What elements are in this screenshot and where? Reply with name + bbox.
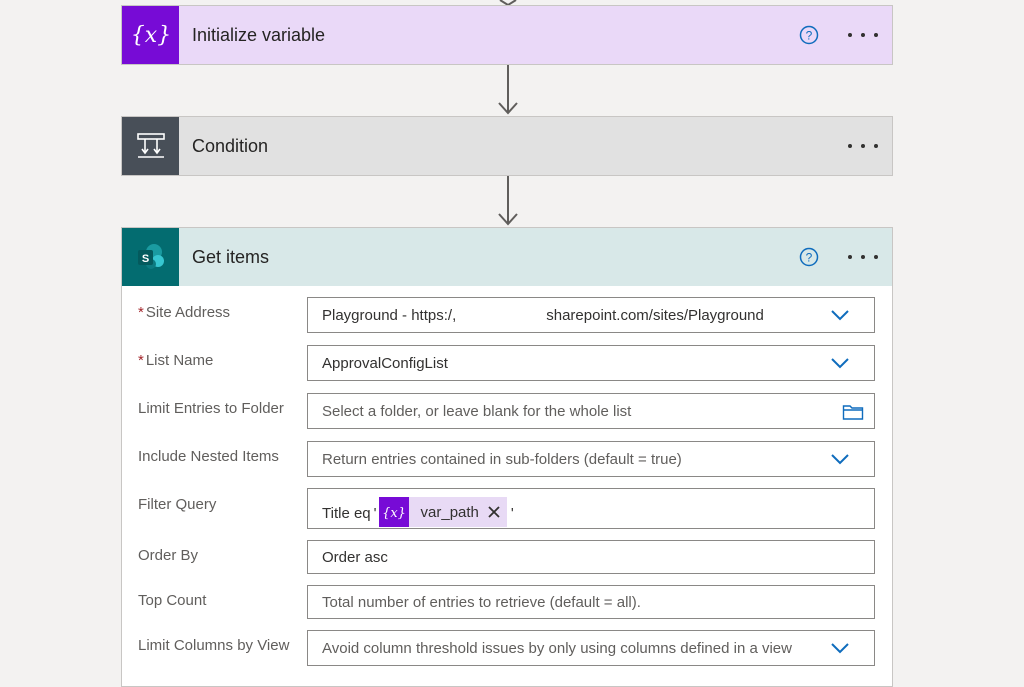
get-items-card[interactable]: S Get items ? *Site Address Playground -… xyxy=(121,227,893,687)
close-icon[interactable] xyxy=(487,505,501,519)
top-count-row: Top Count Total number of entries to ret… xyxy=(122,584,892,629)
folder-icon[interactable] xyxy=(842,403,864,421)
get-items-header[interactable]: S Get items ? xyxy=(122,228,892,286)
svg-text:{x}: {x} xyxy=(382,506,406,521)
list-name-label: *List Name xyxy=(138,352,213,369)
curly-brace-x-icon: {x} xyxy=(378,497,409,527)
help-icon[interactable]: ? xyxy=(799,247,819,267)
initialize-variable-card[interactable]: {x} Initialize variable ? xyxy=(121,5,893,65)
more-options-icon[interactable] xyxy=(848,137,878,155)
connector-arrow xyxy=(498,65,518,115)
svg-text:S: S xyxy=(141,253,148,265)
order-by-row: Order By Order asc xyxy=(122,539,892,584)
condition-card[interactable]: Condition xyxy=(121,116,893,176)
top-count-input[interactable]: Total number of entries to retrieve (def… xyxy=(307,585,875,619)
site-address-value-start: Playground - https:/, xyxy=(322,306,457,324)
filter-query-row: Filter Query Title eq ' {x} var_path ' xyxy=(122,488,892,538)
more-options-icon[interactable] xyxy=(848,248,878,266)
label-text: Site Address xyxy=(145,304,231,321)
required-mark: * xyxy=(138,304,144,321)
limit-folder-placeholder: Select a folder, or leave blank for the … xyxy=(322,402,632,420)
filter-query-input[interactable]: Title eq ' {x} var_path ' xyxy=(307,488,875,529)
limit-folder-input[interactable]: Select a folder, or leave blank for the … xyxy=(307,393,875,429)
site-address-dropdown[interactable]: Playground - https:/, sharepoint.com/sit… xyxy=(307,297,875,333)
help-icon[interactable]: ? xyxy=(799,25,819,45)
order-by-label: Order By xyxy=(138,547,199,564)
top-count-placeholder: Total number of entries to retrieve (def… xyxy=(322,593,641,611)
svg-text:?: ? xyxy=(806,29,813,43)
list-name-row: *List Name ApprovalConfigList xyxy=(122,344,892,392)
token-label: var_path xyxy=(420,503,479,521)
step-title: Get items xyxy=(192,246,270,267)
chevron-down-icon[interactable] xyxy=(830,641,850,655)
chevron-down-icon[interactable] xyxy=(830,308,850,322)
curly-brace-x-icon: {x} xyxy=(122,6,179,64)
order-by-value: Order asc xyxy=(322,548,388,566)
limit-columns-placeholder: Avoid column threshold issues by only us… xyxy=(322,639,792,657)
label-text: List Name xyxy=(145,352,214,369)
order-by-input[interactable]: Order asc xyxy=(307,540,875,574)
nested-items-placeholder: Return entries contained in sub-folders … xyxy=(322,450,682,468)
filter-query-open-quote: ' xyxy=(373,505,377,522)
filter-query-label: Filter Query xyxy=(138,496,217,513)
chevron-down-icon[interactable] xyxy=(830,452,850,466)
svg-text:?: ? xyxy=(806,251,813,265)
site-address-label: *Site Address xyxy=(138,304,230,321)
limit-folder-label: Limit Entries to Folder xyxy=(138,400,284,417)
condition-branch-icon xyxy=(122,117,179,175)
nested-items-dropdown[interactable]: Return entries contained in sub-folders … xyxy=(307,441,875,477)
var-path-token[interactable]: {x} var_path xyxy=(378,497,507,527)
nested-items-row: Include Nested Items Return entries cont… xyxy=(122,440,892,488)
limit-folder-row: Limit Entries to Folder Select a folder,… xyxy=(122,392,892,440)
nested-items-label: Include Nested Items xyxy=(138,448,279,465)
step-title: Initialize variable xyxy=(192,24,326,45)
connector-arrow xyxy=(498,176,518,226)
limit-columns-label: Limit Columns by View xyxy=(138,637,290,654)
site-address-value-end: sharepoint.com/sites/Playground xyxy=(546,306,764,324)
list-name-dropdown[interactable]: ApprovalConfigList xyxy=(307,345,875,381)
list-name-value: ApprovalConfigList xyxy=(322,354,448,372)
required-mark: * xyxy=(138,352,144,369)
chevron-down-icon[interactable] xyxy=(830,356,850,370)
filter-query-close-quote: ' xyxy=(510,505,514,522)
svg-text:{x}: {x} xyxy=(131,23,171,48)
step-title: Condition xyxy=(192,135,269,156)
initialize-variable-header[interactable]: {x} Initialize variable ? xyxy=(122,6,892,64)
filter-query-prefix: Title eq xyxy=(322,505,371,522)
site-address-row: *Site Address Playground - https:/, shar… xyxy=(122,296,892,344)
limit-columns-dropdown[interactable]: Avoid column threshold issues by only us… xyxy=(307,630,875,666)
more-options-icon[interactable] xyxy=(848,26,878,44)
condition-header[interactable]: Condition xyxy=(122,117,892,175)
top-count-label: Top Count xyxy=(138,592,207,609)
limit-columns-row: Limit Columns by View Avoid column thres… xyxy=(122,629,892,674)
sharepoint-icon: S xyxy=(122,228,179,286)
